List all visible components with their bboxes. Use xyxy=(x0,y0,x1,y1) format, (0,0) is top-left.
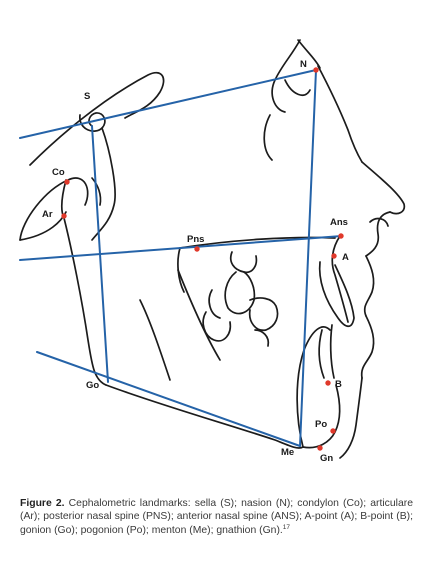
landmark-dot-gn xyxy=(317,445,323,451)
landmark-dot-co xyxy=(64,179,70,185)
landmark-labels: S N Co Ar Pns Ans A Go B Po Me Gn xyxy=(42,59,349,464)
s-go-line xyxy=(91,125,109,383)
landmark-dot-a xyxy=(331,253,337,259)
landmark-points xyxy=(61,67,344,451)
cephalometric-diagram: S N Co Ar Pns Ans A Go B Po Me Gn xyxy=(19,39,406,464)
landmark-label-me: Me xyxy=(281,447,294,458)
landmark-label-ar: Ar xyxy=(42,209,53,220)
landmark-label-a: A xyxy=(342,252,349,263)
landmark-label-s: S xyxy=(84,91,90,102)
landmark-label-ans: Ans xyxy=(330,217,348,228)
landmark-label-co: Co xyxy=(52,167,65,178)
n-me-line xyxy=(299,69,317,447)
landmark-label-go: Go xyxy=(86,380,99,391)
landmark-dot-b xyxy=(325,380,331,386)
landmark-dot-ar xyxy=(61,213,67,219)
landmark-label-b: B xyxy=(335,379,342,390)
landmark-dot-po xyxy=(330,428,336,434)
mandibular-plane-line xyxy=(36,351,301,447)
palatal-plane-line xyxy=(19,235,343,261)
figure-caption: Figure 2. Cephalometric landmarks: sella… xyxy=(20,497,413,537)
landmark-label-n: N xyxy=(300,59,307,70)
landmark-label-gn: Gn xyxy=(320,453,333,464)
caption-reference: 17 xyxy=(282,523,291,531)
skull-outline xyxy=(19,39,406,459)
caption-text: Cephalometric landmarks: sella (S); nasi… xyxy=(20,498,413,536)
sn-line xyxy=(19,69,317,139)
landmark-label-pns: Pns xyxy=(187,234,204,245)
landmark-dot-n xyxy=(313,67,319,73)
caption-figure-label: Figure 2. xyxy=(20,498,65,509)
landmark-dot-ans xyxy=(338,233,344,239)
landmark-dot-pns xyxy=(194,246,200,252)
reference-lines xyxy=(19,69,343,447)
landmark-label-po: Po xyxy=(315,419,327,430)
